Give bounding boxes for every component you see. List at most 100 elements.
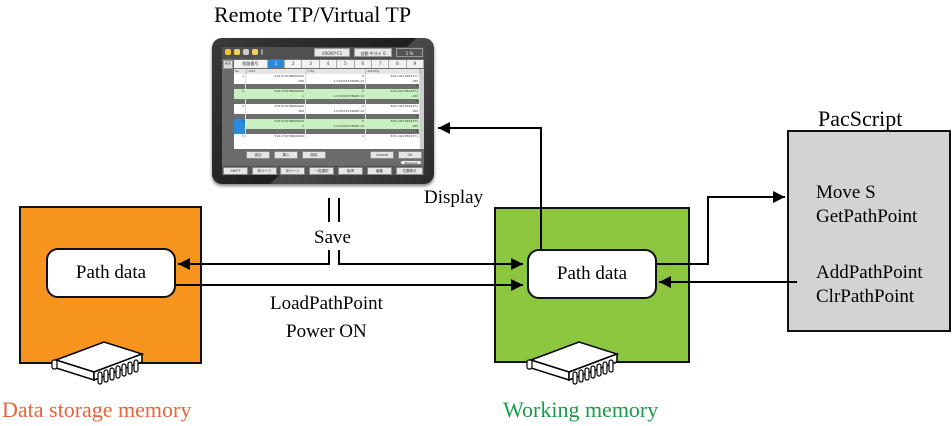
cancel-button[interactable]: Cancel xyxy=(370,151,394,159)
table-row[interactable]: 5 xyxy=(234,99,420,104)
column-header: X/Rx xyxy=(247,69,307,74)
table-cell: 1.27221672566E-14 xyxy=(306,79,366,84)
pacscript-title: PacScript xyxy=(818,106,903,131)
bulb-icon[interactable] xyxy=(252,49,258,55)
menu-icon[interactable] xyxy=(243,49,249,55)
toolbar-speed[interactable]: 1 % xyxy=(396,48,423,57)
table-cell xyxy=(246,129,306,134)
table-cell: 1.27221672566E-14 xyxy=(306,124,366,129)
tab-4[interactable]: 4 xyxy=(319,60,338,68)
table-cell xyxy=(234,129,246,134)
tab-2[interactable]: 2 xyxy=(285,60,303,68)
table-cell: 524.074748000000 xyxy=(246,134,306,139)
table-cell: 329.14213562371 xyxy=(366,119,420,124)
back-button[interactable]: 戻る xyxy=(223,60,233,69)
table-cell: 180 xyxy=(246,79,306,84)
table-cell xyxy=(234,99,246,104)
table-cell: 524.074748000000 xyxy=(246,89,306,94)
save-label: Save xyxy=(314,227,351,248)
tab-8[interactable]: 8 xyxy=(389,60,407,68)
table-cell xyxy=(234,109,246,114)
tab-path-number[interactable]: 経路番号 xyxy=(234,60,268,68)
column-header: Y/Ry xyxy=(307,69,367,74)
tab-9[interactable]: 9 xyxy=(406,60,424,68)
next-page-button[interactable]: 次ページ xyxy=(280,167,305,175)
table-cell: 0 xyxy=(306,74,366,79)
table-scrollbar[interactable] xyxy=(420,69,424,149)
working-caption: Working memory xyxy=(503,397,659,422)
toolbar-button-program[interactable]: V0000*C1 xyxy=(314,48,350,57)
tab-1[interactable]: 1 xyxy=(267,60,286,68)
teach-position-button[interactable]: 位置教示 xyxy=(396,167,423,175)
table-cell: 0 xyxy=(306,89,366,94)
pen-icon[interactable] xyxy=(261,49,263,55)
insert-button[interactable]: 挿入 xyxy=(274,151,298,159)
tab-3[interactable]: 3 xyxy=(302,60,320,68)
table-cell xyxy=(306,84,366,89)
table-cell: 5 xyxy=(366,114,420,119)
storage-chip-icon xyxy=(51,341,143,385)
table-cell: 180 xyxy=(366,124,420,129)
table-cell: 2 xyxy=(234,89,246,94)
edit-button[interactable]: 編集 xyxy=(367,167,392,175)
get-button[interactable]: 取得 xyxy=(338,167,363,175)
pacscript-command-in-2: ClrPathPoint xyxy=(816,286,915,307)
table-row[interactable]: 5 xyxy=(234,129,420,134)
table-cell: 1 xyxy=(246,94,306,99)
storage-caption: Data storage memory xyxy=(2,397,192,422)
table-row[interactable]: 5 xyxy=(234,114,420,119)
toolbar-button-mode[interactable]: 自動 中ステ 0 xyxy=(354,48,392,57)
table-cell: 2 xyxy=(246,124,306,129)
table-cell: 5 xyxy=(366,99,420,104)
table-cell: 5 xyxy=(234,134,246,139)
delete-button[interactable]: 削除 xyxy=(302,151,326,159)
table-cell: 329.14213562371 xyxy=(366,89,420,94)
shortcut-button[interactable]: Shortcut xyxy=(400,160,422,165)
light-icon[interactable] xyxy=(234,49,240,55)
display-arrow xyxy=(438,122,542,249)
table-row[interactable]: 5 xyxy=(234,84,420,89)
save-arrow-to-working xyxy=(338,250,523,270)
table-cell xyxy=(234,114,246,119)
tab-5[interactable]: 5 xyxy=(337,60,355,68)
table-cell: 524.074748000000 xyxy=(246,74,306,79)
ok-button[interactable]: OK xyxy=(398,151,422,159)
table-cell xyxy=(306,114,366,119)
table-header: No. X/Rx Y/Ry Z/Rz/Fig xyxy=(234,69,420,74)
tab-7[interactable]: 7 xyxy=(371,60,390,68)
table-cell xyxy=(234,94,246,99)
tablet-screen: V0000*C1 自動 中ステ 0 1 % 戻る 経路番号 1 2 3 4 5 … xyxy=(222,47,424,175)
tab-6[interactable]: 6 xyxy=(354,60,372,68)
add-button[interactable]: 追加 xyxy=(246,151,270,159)
pacscript-command-in-1: AddPathPoint xyxy=(816,262,923,283)
list-select-button[interactable]: 一覧選択 xyxy=(309,167,334,175)
table-cell: 0 xyxy=(306,104,366,109)
table-cell xyxy=(234,124,246,129)
table-cell: 180 xyxy=(366,109,420,114)
table-cell xyxy=(234,84,246,89)
table-cell: 524.074748000000 xyxy=(246,104,306,109)
working-path-data: Path data xyxy=(527,249,657,299)
table-cell: 329.14213562371 xyxy=(366,134,420,139)
save-arrow-to-storage xyxy=(178,250,330,270)
tablet-title: Remote TP/Virtual TP xyxy=(214,2,412,27)
table-cell xyxy=(306,99,366,104)
prev-page-button[interactable]: 前ページ xyxy=(252,167,277,175)
table-cell: 5 xyxy=(366,84,420,89)
lamp-icon[interactable] xyxy=(225,49,231,55)
table-cell: 329.14213562371 xyxy=(366,104,420,109)
table-cell: 0 xyxy=(306,119,366,124)
table-cell: 1.27221672566E-14 xyxy=(306,94,366,99)
shift-button[interactable]: SHIFT xyxy=(223,167,248,175)
